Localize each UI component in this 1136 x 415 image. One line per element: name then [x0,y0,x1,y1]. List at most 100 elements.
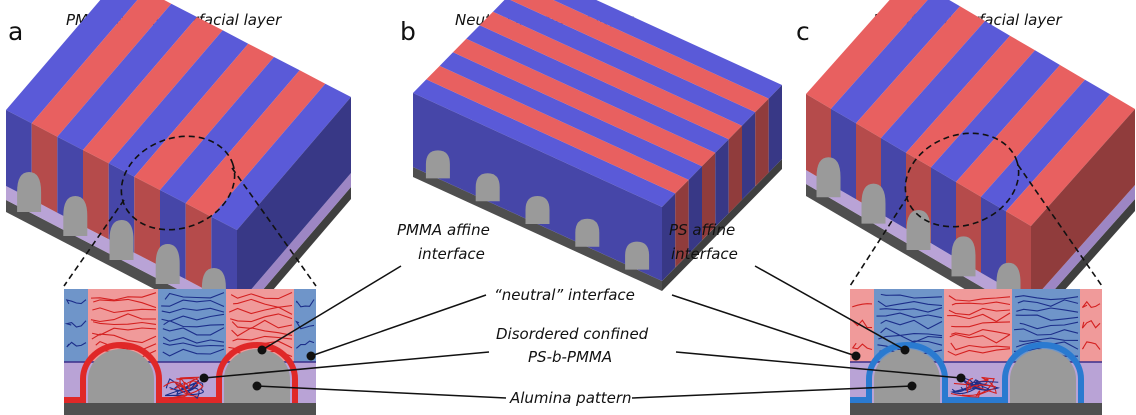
panel-c-letter: c [796,17,810,46]
cross-section-c [850,289,1102,415]
polymer-chain [880,319,943,330]
top-stripe [413,79,676,207]
side-stripe [688,166,702,254]
top-stripe [831,0,960,124]
pmma-interface-label-2: interface [418,245,485,263]
alumina-bump [425,150,450,179]
polymer-chain [878,334,943,343]
side-film [237,97,351,306]
alumina-bump [155,244,180,284]
polymer-chain [951,301,1011,306]
zoom-indicator-a [63,135,317,287]
disordered-label-1: Disordered confined [496,325,649,343]
polymer-chain [1019,337,1079,342]
polymer-chain [879,307,943,313]
disordered-chain [953,376,997,397]
affine-interface [216,342,298,403]
ps-interface-label-2: interface [671,245,738,263]
polymer-chain [1014,295,1079,301]
top-stripe [806,0,928,109]
polymer-chain [161,313,225,322]
polymer-chain [90,313,156,323]
polymer-chain [231,327,293,337]
polymer-chain [230,313,293,323]
neutral-interface-label: “neutral” interface [494,286,635,304]
polymer-chain [161,299,225,308]
top-stripe [211,83,351,230]
top-stripe [31,0,172,137]
alumina-bump [17,172,42,212]
alumina-bump [575,218,600,247]
top-stripe [931,50,1060,182]
top-stripe [83,17,223,164]
polymer-chain [164,292,225,300]
top-stripe [453,38,716,167]
side-stripe [702,152,716,241]
disordered-chain [163,380,204,399]
top-stripe [426,65,689,194]
polymer-chain [1013,328,1079,336]
polymer-chain [231,319,293,329]
side-stripe [768,85,782,173]
polymer-chain [295,299,315,308]
top-stripe [510,0,769,113]
alumina-post [88,349,154,403]
alumina-bump [63,196,88,236]
polymer-chain [92,307,157,314]
polymer-chain [93,298,157,309]
ps-interface-label-1: PS affine [669,221,735,239]
front-stripe [931,167,956,258]
polymer-chain [951,329,1011,336]
side-interlayer [1031,185,1135,316]
front-stripe [981,196,1006,288]
top-stripe [160,57,300,204]
alumina-bump [816,157,841,198]
side-stripe [662,193,676,281]
polymer-chain [947,348,1011,356]
alumina-bump [475,173,500,202]
polymer-chain [949,333,1011,344]
pmma-interface-label-1: PMMA affine [397,221,490,239]
side-substrate [662,159,782,291]
affine-interface [866,342,948,403]
block-neutral [413,0,782,291]
side-stripe [755,98,769,187]
polymer-chain [162,336,225,344]
front-film [413,93,662,281]
front-stripe [881,138,906,229]
alumina-bump [525,196,550,224]
front-stripe [83,150,109,240]
alumina-bump [951,236,976,277]
top-stripe [134,43,274,191]
polymer-chain [233,298,293,308]
polymer-chain [852,303,873,308]
top-stripe [479,11,742,140]
polymer-chain [880,327,943,337]
polymer-chain [91,333,157,344]
polymer-chain [162,348,225,357]
polymer-chain [295,320,315,330]
polymer-chain [877,300,943,307]
ps-domain [294,289,316,362]
top-stripe [956,65,1085,197]
polymer-chain [851,342,873,351]
panel-b-letter: b [400,17,416,46]
leader-lines [203,265,962,399]
disordered-chain [950,377,996,398]
side-stripe [742,112,756,200]
polymer-chain [948,295,1011,302]
polymer-chain [948,307,1011,316]
front-substrate [413,167,662,291]
alumina-bump [109,220,134,260]
ps-domain [158,289,226,362]
disordered-chain [169,380,200,395]
substrate [850,403,1102,415]
polymer-chain [162,327,225,336]
alumina-label: Alumina pattern [509,389,632,407]
affine-interface [1002,342,1084,403]
side-stripe [715,139,729,227]
front-stripe [134,176,160,266]
alumina-post [1010,349,1076,403]
polymer-chain [947,312,1011,323]
top-stripe [185,70,326,217]
